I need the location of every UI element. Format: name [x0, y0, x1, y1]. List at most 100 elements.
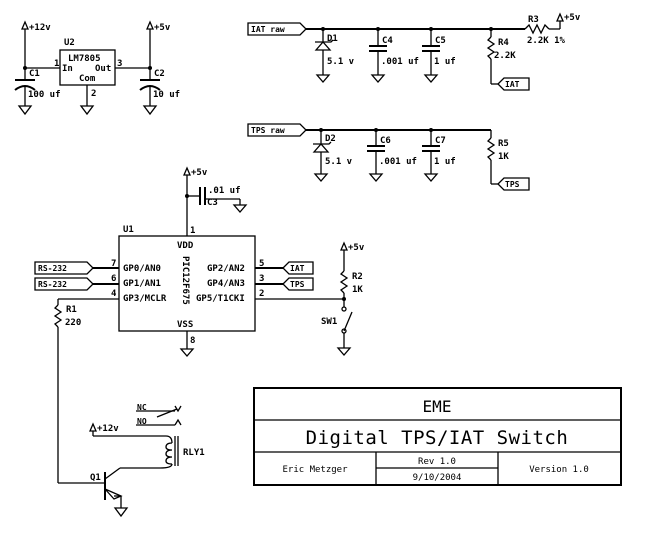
capacitor-c3: .01 uf C3 [199, 186, 241, 208]
switch-sw1[interactable]: SW1 [321, 306, 353, 334]
component-ref: Q1 [90, 473, 101, 483]
port-rs232-2[interactable]: RS-232 [34, 277, 94, 291]
iat-input-section: IAT raw D1 5.1 v C4 .001 uf [247, 12, 581, 91]
component-value: .01 uf [208, 186, 241, 196]
component-ref: C2 [154, 69, 165, 79]
power-label: +12v [97, 424, 119, 434]
power-label: +5v [154, 23, 171, 33]
component-value: 1 uf [434, 157, 456, 167]
port-label: TPS [505, 180, 520, 189]
power-label: +5v [191, 168, 208, 178]
pin-number: 3 [117, 59, 122, 69]
pin-name: VDD [177, 241, 194, 251]
capacitor-c2: C2 10 uf [139, 68, 180, 106]
pin-name: GP5/T1CKI [196, 294, 245, 304]
port-tps[interactable]: TPS [282, 277, 314, 291]
author-name: Eric Metzger [282, 465, 348, 475]
port-iat-out[interactable]: IAT [497, 77, 530, 91]
capacitor-c7: C7 1 uf [422, 128, 456, 174]
component-ref: U1 [123, 225, 134, 235]
ground-icon [423, 173, 439, 182]
pin-number: 1 [54, 59, 59, 69]
port-label: IAT raw [251, 25, 285, 34]
relay-rly1: RLY1 NC NO [136, 403, 205, 469]
component-ref: C7 [435, 136, 446, 146]
drawing-date: 9/10/2004 [413, 473, 462, 483]
power-flag-12v: +12v [21, 20, 51, 33]
capacitor-c1: C1 100 uf [14, 68, 61, 106]
pin-name: In [62, 64, 73, 74]
relay-driver-section: R1 220 Q1 +12v RLY1 [53, 298, 205, 518]
ground-icon [17, 105, 33, 116]
power-supply-section: +12v C1 100 uf U2 LM7805 In Out Com 1 3 … [14, 20, 180, 116]
component-value: 100 uf [28, 90, 61, 100]
pin-number: 1 [190, 226, 195, 236]
ground-icon [370, 74, 386, 83]
component-value: 5.1 v [327, 57, 355, 67]
part-number: PIC12F675 [180, 256, 190, 305]
component-ref: C1 [29, 69, 40, 79]
capacitor-c5: C5 1 uf [422, 27, 456, 75]
pin-name: GP3/MCLR [123, 294, 167, 304]
ground-icon [336, 347, 352, 356]
component-ref: U2 [64, 38, 75, 48]
power-label: +12v [29, 23, 51, 33]
switch-section: +5v R2 1K SW1 [255, 241, 365, 356]
contact-label: NO [137, 417, 147, 426]
component-value: 10 uf [153, 90, 180, 100]
component-value: 1K [498, 152, 509, 162]
port-label: TPS [290, 280, 305, 289]
component-ref: R1 [66, 305, 77, 315]
resistor-r3: R3 2.2K 1% [524, 15, 566, 46]
port-rs232-1[interactable]: RS-232 [34, 261, 94, 275]
regulator-u2: U2 LM7805 In Out Com 1 3 2 [54, 38, 122, 99]
component-value: 2.2K 1% [527, 36, 566, 46]
component-ref: D1 [327, 34, 338, 44]
ground-icon [313, 173, 329, 182]
pin-name: GP1/AN1 [123, 279, 161, 289]
port-label: IAT [505, 80, 520, 89]
resistor-r5: R5 1K [486, 130, 509, 184]
mcu-section: +5v .01 uf C3 U1 1 VDD VSS 8 PIC12F675 G… [34, 166, 314, 357]
part-number: LM7805 [68, 54, 101, 64]
component-value: 1K [352, 285, 363, 295]
ground-icon [113, 507, 129, 518]
component-ref: R2 [352, 272, 363, 282]
pin-name: GP2/AN2 [207, 264, 245, 274]
component-value: 220 [65, 318, 81, 328]
pin-name: VSS [177, 320, 193, 330]
port-iat-raw[interactable]: IAT raw [247, 22, 307, 36]
title-block: EME Digital TPS/IAT Switch Eric Metzger … [253, 387, 622, 486]
pin-number: 2 [91, 89, 96, 99]
component-ref: C3 [207, 198, 218, 208]
power-flag-12v: +12v [89, 422, 119, 434]
port-iat[interactable]: IAT [282, 261, 314, 275]
pin-number: 4 [111, 289, 117, 299]
contact-label: NC [137, 403, 147, 412]
pin-name: Com [79, 74, 96, 84]
resistor-r2: R2 1K [339, 270, 363, 295]
component-ref: C5 [435, 36, 446, 46]
revision: Rev 1.0 [418, 457, 456, 467]
pin-number: 8 [190, 336, 195, 346]
port-tps-raw[interactable]: TPS raw [247, 123, 307, 137]
tps-input-section: TPS raw D2 5.1 v C6 .001 uf [247, 123, 530, 191]
component-value: 2.2K [494, 51, 516, 61]
component-ref: C6 [380, 136, 391, 146]
pin-number: 6 [111, 274, 116, 284]
resistor-r1: R1 220 [53, 299, 81, 328]
component-ref: R4 [498, 38, 509, 48]
power-label: +5v [348, 243, 365, 253]
pin-number: 3 [259, 274, 264, 284]
component-value: 5.1 v [325, 157, 353, 167]
transistor-q1: Q1 [90, 467, 160, 508]
port-tps-out[interactable]: TPS [497, 177, 530, 191]
component-ref: RLY1 [183, 448, 205, 458]
pin-name: Out [95, 64, 111, 74]
component-value: .001 uf [381, 57, 419, 67]
component-ref: D2 [325, 134, 336, 144]
ground-icon [232, 204, 248, 213]
pin-name: GP0/AN0 [123, 264, 161, 274]
component-value: 1 uf [434, 57, 456, 67]
